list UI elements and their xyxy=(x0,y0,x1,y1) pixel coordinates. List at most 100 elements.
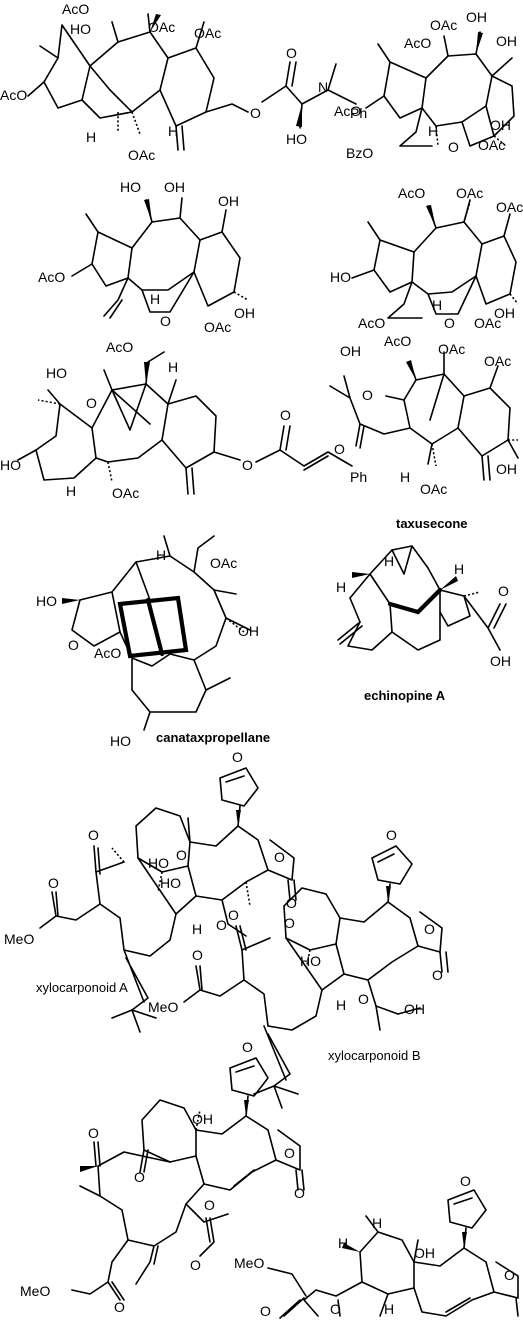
atom-ho-6: HO xyxy=(0,457,21,473)
atom-ho-3: HO xyxy=(120,179,141,195)
atom-ho-8: HO xyxy=(110,733,131,749)
atom-o-2: O xyxy=(286,45,297,61)
atom-n-1: N xyxy=(318,79,328,95)
atom-oh-6: OH xyxy=(234,305,255,321)
atom-ho-1: HO xyxy=(70,21,91,37)
atom-meo-2: MeO xyxy=(148,999,178,1015)
atom-aco-6: AcO xyxy=(358,315,385,331)
caption-taxusecone: taxusecone xyxy=(396,516,468,531)
atom-o-11: O xyxy=(68,637,79,653)
atom-oh-3: OH xyxy=(490,117,511,133)
atom-ho-4: HO xyxy=(330,269,351,285)
structure-cinnamate-ester: AcO HO H O HO H OAc O O Ph xyxy=(0,339,367,501)
structure-taxane-4: AcO OAc OAc HO AcO H O OH OAc xyxy=(330,185,523,331)
atom-h-17: H xyxy=(384,1301,394,1317)
atom-o-9: O xyxy=(362,387,373,403)
structure-taxane-amino-ester: AcO HO OAc OAc AcO H H OAc O O N HO Ph xyxy=(0,1,367,163)
atom-oh-9: OH xyxy=(496,461,517,477)
atom-oh-2: OH xyxy=(496,33,517,49)
atom-oh-5: OH xyxy=(218,193,239,209)
atom-oac-14: OAc xyxy=(210,555,237,571)
atom-o-25: O xyxy=(294,1185,305,1201)
atom-aco-1: AcO xyxy=(62,1,89,17)
atom-o-furan-c: O xyxy=(242,1039,253,1055)
atom-o-16: O xyxy=(216,917,227,933)
atom-ho-5: HO xyxy=(46,365,67,381)
atom-h-5: H xyxy=(432,297,442,313)
atom-o-5: O xyxy=(444,315,455,331)
structure-xylocarponoid-a: O O O HO HO O H O O O MeO xylocarponoid … xyxy=(4,749,297,1033)
atom-ph-2: Ph xyxy=(350,469,367,485)
atom-meo-4: MeO xyxy=(234,1255,264,1271)
atom-h-6: H xyxy=(168,359,178,375)
atom-ho-10: HO xyxy=(160,875,181,891)
atom-o-7: O xyxy=(242,457,253,473)
atom-o-8: O xyxy=(280,407,291,423)
atom-oh-8: OH xyxy=(340,343,361,359)
structure-echinopine-a: H H H O OH echinopine A xyxy=(336,545,511,703)
atom-oh-12: OH xyxy=(404,1001,425,1017)
atom-oac-4: OAc xyxy=(430,17,457,33)
structure-dimer: O O O O OH O O O MeO O O O OH H H MeO O … xyxy=(20,1039,519,1319)
atom-h-3: H xyxy=(428,123,438,139)
atom-o-12: O xyxy=(498,583,509,599)
atom-h-14: H xyxy=(336,997,346,1013)
atom-h-2: H xyxy=(168,123,178,139)
atom-o-27: O xyxy=(134,1169,145,1185)
atom-o-10: O xyxy=(334,441,345,457)
structure-taxusecone: OH AcO OAc OAc O O H OAc OH taxusecone xyxy=(329,333,519,531)
structure-taxane-3: HO OH OH AcO H O OH OAc xyxy=(38,179,255,335)
atom-oac-5: OAc xyxy=(478,137,505,153)
atom-o-6: O xyxy=(86,395,97,411)
caption-canataxpropellane: canataxpropellane xyxy=(156,730,270,745)
atom-oh-4: OH xyxy=(164,179,185,195)
atom-bzo-1: BzO xyxy=(346,145,373,161)
atom-oac-8: OAc xyxy=(496,199,523,215)
atom-o-14: O xyxy=(274,849,285,865)
atom-o-3: O xyxy=(448,139,459,155)
atom-oac-10: OAc xyxy=(112,485,139,501)
atom-meo-1: MeO xyxy=(4,931,34,947)
atom-aco-2: AcO xyxy=(0,87,27,103)
atom-h-4: H xyxy=(150,291,160,307)
atom-o-30: O xyxy=(190,1257,201,1273)
atom-oh-10: OH xyxy=(238,623,259,639)
atom-o-26: O xyxy=(284,1145,295,1161)
atom-o-31: O xyxy=(114,1299,125,1315)
atom-aco-3: AcO xyxy=(334,103,361,119)
atom-oac-1: OAc xyxy=(148,19,175,35)
atom-bzo-aco-1: AcO xyxy=(404,35,431,51)
atom-o-15: O xyxy=(176,847,187,863)
atom-oac-9: OAc xyxy=(474,315,501,331)
caption-echinopine-a: echinopine A xyxy=(364,688,446,703)
atom-aco-9: AcO xyxy=(94,645,121,661)
atom-o-19: O xyxy=(432,967,443,983)
atom-oh-1: OH xyxy=(466,9,487,25)
atom-ho-9: HO xyxy=(148,855,169,871)
atom-h-8: H xyxy=(400,469,410,485)
atom-h-12: H xyxy=(336,579,346,595)
structure-xylocarponoid-b: O O O O HO H O OH O O MeO xylocarponoid … xyxy=(148,827,449,1109)
atom-aco-8: AcO xyxy=(384,333,411,349)
atom-o-21: O xyxy=(284,915,295,931)
atom-o-17: O xyxy=(88,827,99,843)
atom-o-13: O xyxy=(286,895,297,911)
atom-h-13: H xyxy=(192,921,202,937)
atom-aco-4: AcO xyxy=(38,269,65,285)
atom-o-28: O xyxy=(88,1125,99,1141)
atom-h-9: H xyxy=(156,547,166,563)
atom-o-34: O xyxy=(330,1301,341,1317)
atom-o-1: O xyxy=(250,105,261,121)
atom-ho-11: HO xyxy=(300,953,321,969)
atom-h-11: H xyxy=(454,561,464,577)
atom-ho-7: HO xyxy=(36,593,57,609)
atom-ho-2: HO xyxy=(286,131,307,147)
atom-oac-13: OAc xyxy=(420,481,447,497)
atom-o-33: O xyxy=(260,1303,271,1319)
atom-o-22: O xyxy=(358,991,369,1007)
atom-aco-5: AcO xyxy=(398,185,425,201)
atom-oac-7: OAc xyxy=(456,185,483,201)
atom-oac-2: OAc xyxy=(194,25,221,41)
atom-oh-11: OH xyxy=(490,653,511,669)
